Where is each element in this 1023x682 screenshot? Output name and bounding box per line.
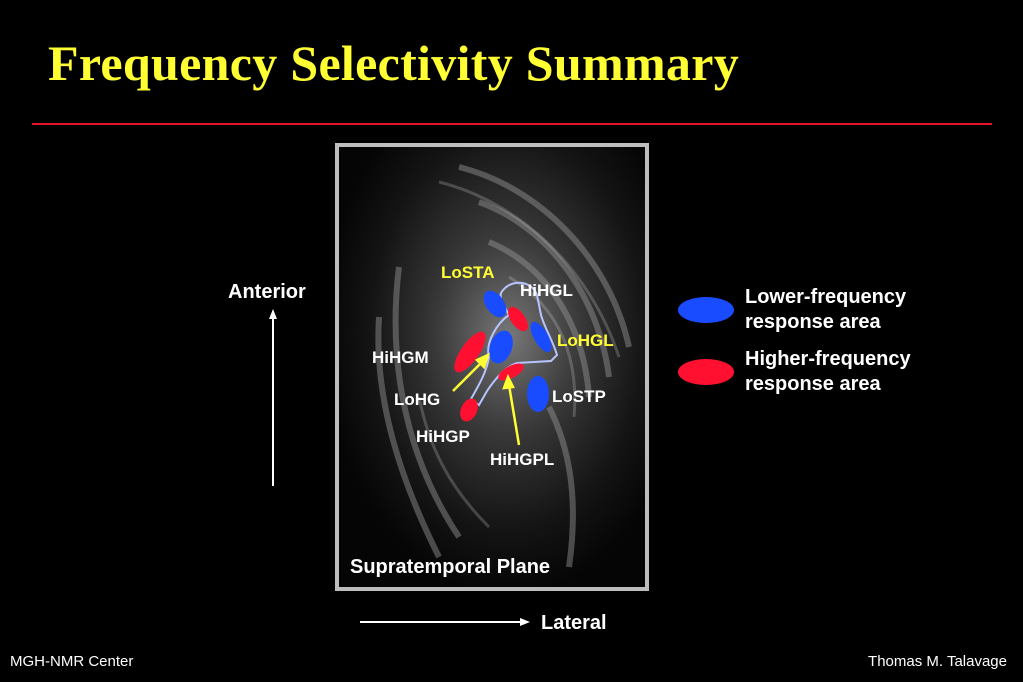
high-frequency-swatch [678,359,734,385]
title-divider [32,123,992,125]
losta-area [483,290,507,318]
hihgpl-area [498,363,524,381]
legend-high-frequency-label: Higher-frequency response area [745,348,911,395]
footer-left: MGH-NMR Center [10,653,134,670]
lostp-label: LoSTP [552,387,606,406]
lateral-label: Lateral [541,612,607,634]
hihgpl-label: HiHGPL [490,450,555,469]
anterior-label: Anterior [228,281,306,303]
lostp-area [527,376,549,412]
lohgl-label: LoHGL [557,331,614,350]
anterior-arrow [269,309,277,486]
hihgl-area [508,306,528,332]
legend-high-frequency: Higher-frequency response area [678,348,965,397]
hihgm-area [454,331,486,373]
legend-low-frequency-label: Lower-frequency response area [745,286,907,333]
hihgl-label: HiHGL [520,281,573,300]
low-frequency-swatch [678,297,734,323]
brain-scan-image [339,147,645,587]
hihgp-area [460,398,478,422]
lateral-arrow [360,618,530,626]
slide-title: Frequency Selectivity Summary [48,35,739,91]
hihgm-label: HiHGM [372,348,429,367]
footer-right: Thomas M. Talavage [868,653,1007,670]
legend-low-frequency: Lower-frequency response area [678,286,965,335]
lohgl-area [530,321,552,353]
losta-label: LoSTA [441,263,495,282]
mri-scan-panel [335,143,649,591]
lohg-label: LoHG [394,390,441,409]
scan-caption: Supratemporal Plane [350,556,551,578]
hihgp-label: HiHGP [416,427,470,446]
lohg-area [489,330,513,364]
